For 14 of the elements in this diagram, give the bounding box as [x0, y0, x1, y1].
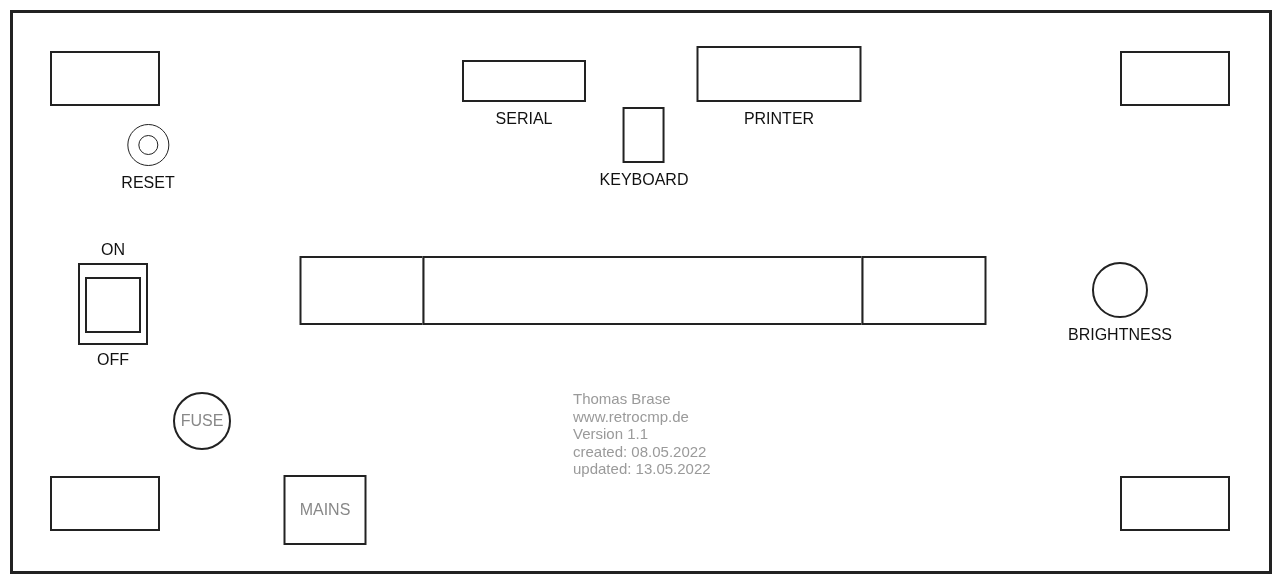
panel-label: OFF	[97, 351, 129, 369]
panel-label: KEYBOARD	[599, 171, 689, 189]
panel-label: SERIAL	[495, 110, 553, 128]
credit-note-line: updated: 13.05.2022	[573, 460, 711, 478]
credit-note-line: Thomas Brase	[573, 390, 672, 408]
panel-label: BRIGHTNESS	[1068, 326, 1172, 344]
panel-label: MAINS	[299, 501, 351, 519]
credit-note-line: Version 1.1	[573, 425, 650, 443]
credit-note-line: created: 08.05.2022	[573, 442, 708, 460]
panel-label: FUSE	[180, 412, 224, 430]
panel-label: ON	[101, 241, 125, 259]
panel-label: RESET	[121, 174, 175, 192]
credit-note-line: www.retrocmp.de	[573, 407, 690, 425]
panel-label: PRINTER	[743, 110, 815, 128]
